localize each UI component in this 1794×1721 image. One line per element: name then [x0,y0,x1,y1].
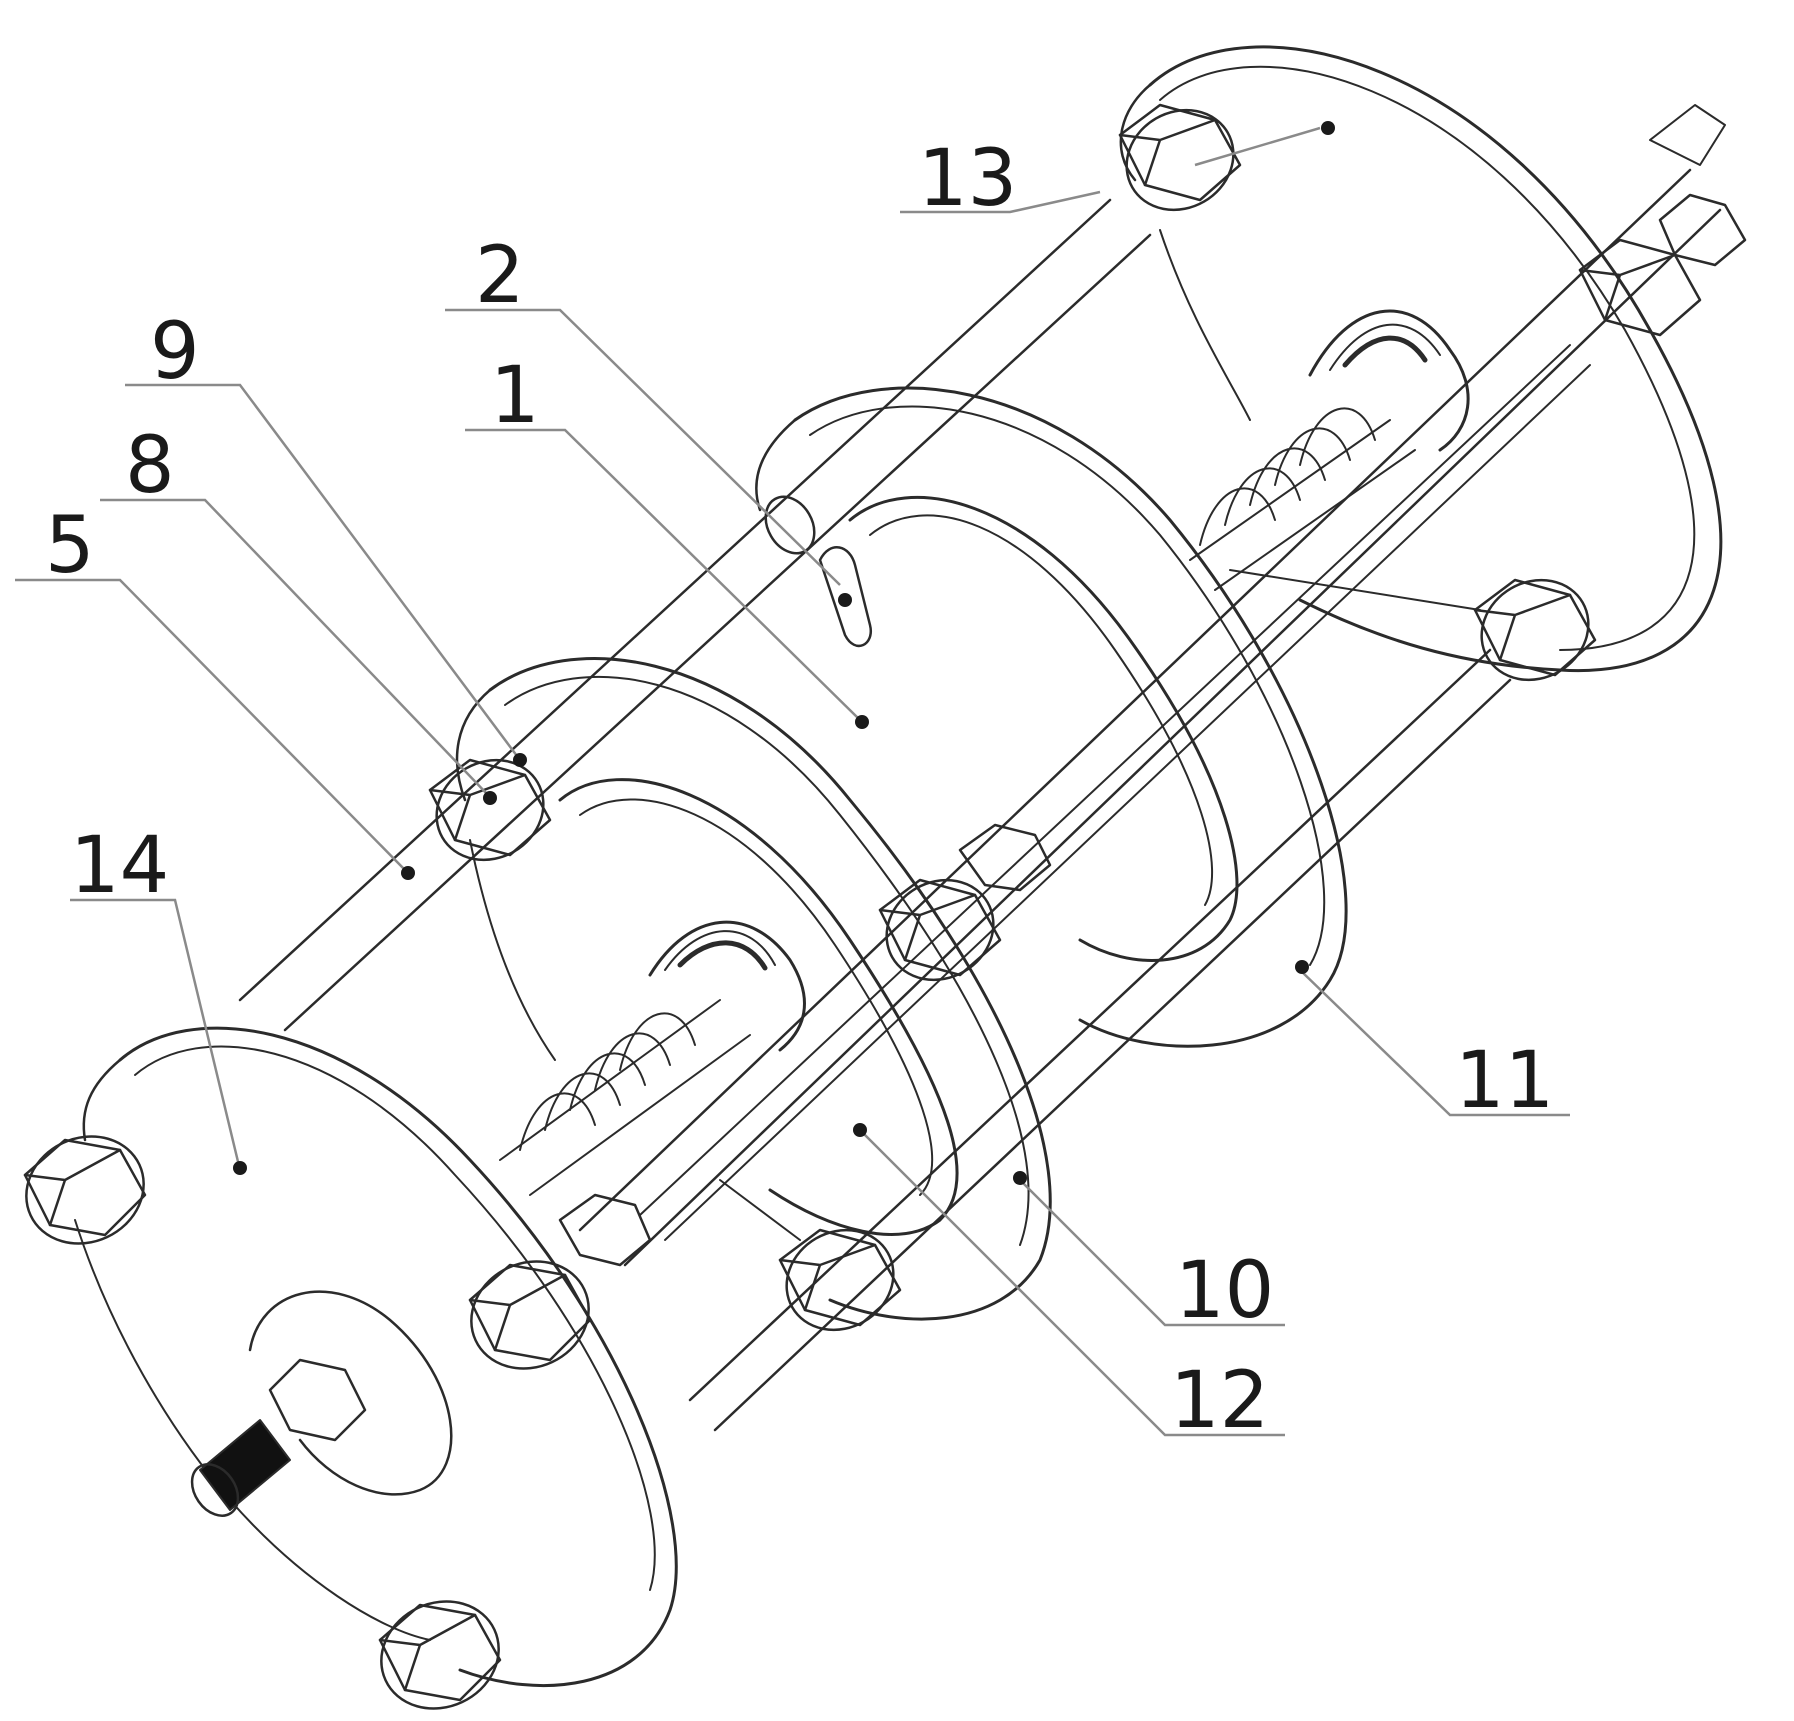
callout-8: 8 [125,421,175,511]
dot-5 [401,866,415,880]
threaded-end [190,104,1726,1517]
nut-mid-center [878,878,1002,982]
front-middle-flange [455,657,1052,1321]
callout-5: 5 [45,501,95,591]
leader-13 [900,126,1321,214]
leader-11 [1299,969,1570,1117]
callout-2: 2 [475,231,525,321]
leader-dots [233,121,1335,1185]
spring-lower [499,920,806,1196]
leader-14 [70,898,242,1171]
dot-14 [233,1161,247,1175]
callout-14: 14 [70,821,169,911]
callout-12: 12 [1170,1356,1269,1446]
leader-2 [445,308,841,586]
nut-front-center [468,1260,592,1370]
leader-8 [100,498,489,796]
nut-front-bottom [378,1600,502,1710]
callout-13: 13 [918,134,1017,224]
nut-rear-end [1658,193,1747,267]
nut-mid-small [558,1193,652,1267]
leader-10 [1019,1179,1285,1327]
leader-9 [125,383,522,761]
nut-mid-center-2 [958,823,1052,892]
dot-10 [1013,1171,1027,1185]
spring-upper [1189,309,1470,591]
dot-11 [1295,960,1309,974]
nut-front-hub [268,1358,367,1442]
middle-flange [755,386,1348,1048]
nut-rear-top [1118,103,1242,212]
dot-13 [1321,121,1335,135]
leader-12 [859,1129,1285,1437]
leader-5 [15,578,406,871]
callout-11: 11 [1455,1036,1554,1126]
pin [764,495,873,647]
dot-2 [838,593,852,607]
rear-flange [1119,45,1723,673]
leader-1 [465,428,861,721]
callout-labels: 13 2 9 1 8 5 14 11 10 12 [45,134,1554,1446]
nuts [23,103,1747,1710]
dot-1 [855,715,869,729]
nut-mid-lower [778,1228,902,1332]
nut-rear-right [1578,238,1702,337]
nut-front-left [23,1135,147,1245]
nut-rear-lower [1473,578,1597,682]
callout-10: 10 [1175,1246,1274,1336]
dot-9 [513,753,527,767]
nut-mid-top [428,758,552,862]
callout-1: 1 [490,351,540,441]
dot-8 [483,791,497,805]
leader-lines [15,126,1570,1437]
dot-12 [853,1123,867,1137]
front-flange [74,1026,678,1687]
tie-rods [238,168,1722,1432]
callout-9: 9 [150,307,200,397]
